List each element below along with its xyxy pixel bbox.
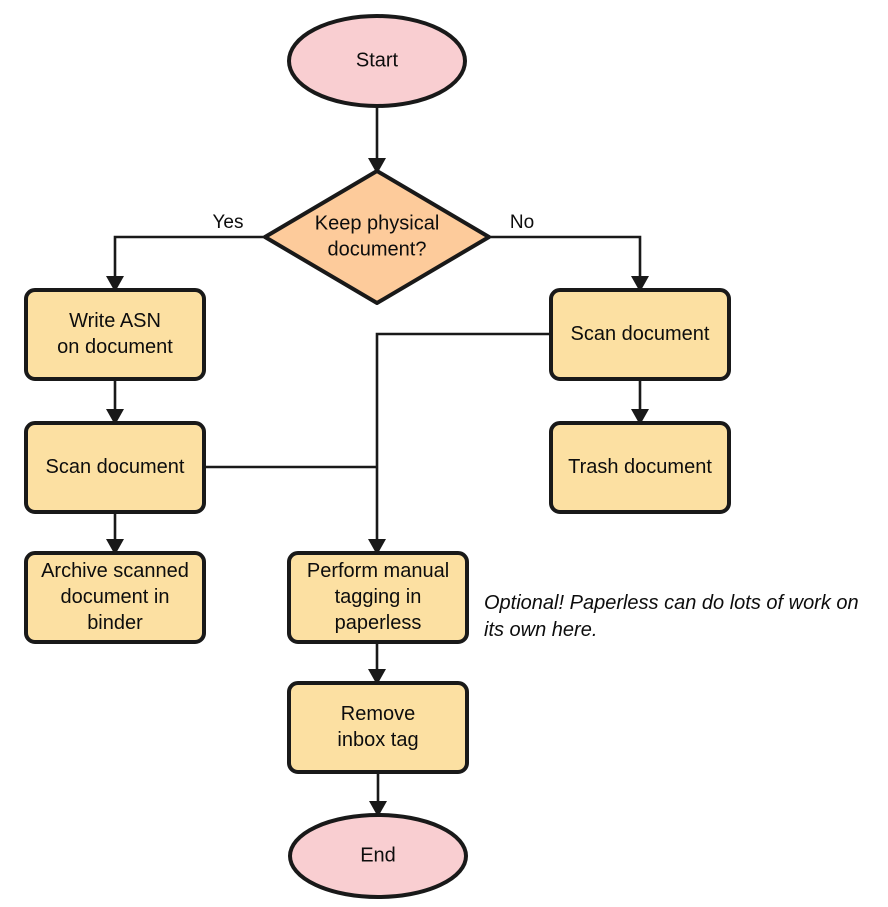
edge-line [375, 332, 551, 551]
arrowhead-icon [631, 276, 649, 292]
decision-shape [263, 169, 491, 305]
node-label: Keep physical [315, 212, 440, 234]
node-label: document? [328, 238, 427, 260]
arrowhead-icon [106, 539, 124, 555]
node-label: Scan document [571, 323, 710, 345]
process-shape [24, 421, 206, 514]
arrowhead-icon [631, 409, 649, 425]
edge-label-no: No [510, 212, 534, 233]
arrowhead-icon [368, 539, 386, 555]
node-label: Start [356, 49, 399, 71]
process-shape [24, 551, 206, 644]
node-label: inbox tag [337, 729, 418, 751]
edge-remove-inbox-tag-to-end [369, 772, 387, 817]
edge-start-to-decision [368, 106, 386, 174]
arrowhead-icon [106, 276, 124, 292]
edge-decision-yes-to-write-asn: Yes [106, 212, 265, 292]
edge-scan-document-left-to-archive [106, 512, 124, 555]
node-label: Write ASN [69, 310, 161, 332]
arrowhead-icon [369, 801, 387, 817]
process-shape [24, 288, 206, 381]
node-label: paperless [335, 612, 422, 634]
node-start[interactable]: Start [287, 14, 467, 108]
annotation-line: Optional! Paperless can do lots of work … [484, 592, 859, 614]
node-end[interactable]: End [288, 813, 468, 899]
node-trash-document[interactable]: Trash document [549, 421, 731, 514]
edge-tagging-to-remove-inbox-tag [368, 642, 386, 685]
process-shape [287, 681, 469, 774]
node-label: on document [57, 336, 173, 358]
edge-write-asn-to-scan-document [106, 379, 124, 425]
process-shape [549, 421, 731, 514]
edge-decision-no-to-scan-document: No [490, 212, 649, 292]
node-write-asn-on-document[interactable]: Write ASN on document [24, 288, 206, 381]
node-label: Remove [341, 703, 415, 725]
arrowhead-icon [106, 409, 124, 425]
annotation-line: its own here. [484, 619, 597, 641]
edge-scan-document-right-to-trash [631, 379, 649, 425]
node-archive-scanned-document-in-binder[interactable]: Archive scanned document in binder [24, 551, 206, 644]
annotation-optional-note: Optional! Paperless can do lots of work … [484, 592, 859, 641]
node-label: Trash document [568, 456, 712, 478]
node-remove-inbox-tag[interactable]: Remove inbox tag [287, 681, 469, 774]
node-label: Scan document [46, 456, 185, 478]
node-label: tagging in [335, 586, 422, 608]
annotations-layer: Optional! Paperless can do lots of work … [484, 592, 859, 641]
arrowhead-icon [368, 669, 386, 685]
edge-line [113, 235, 265, 288]
node-scan-document-right[interactable]: Scan document [549, 288, 731, 381]
edge-label-yes: Yes [213, 212, 244, 233]
node-label: Perform manual [307, 560, 449, 582]
node-perform-manual-tagging-in-paperless[interactable]: Perform manual tagging in paperless [287, 551, 469, 644]
node-scan-document-left[interactable]: Scan document [24, 421, 206, 514]
node-label: document in [61, 586, 170, 608]
process-shape [549, 288, 731, 381]
node-label: Archive scanned [41, 560, 189, 582]
edge-scan-document-right-to-tagging [368, 332, 551, 555]
terminator-shape [288, 813, 468, 899]
edge-line [490, 235, 642, 288]
terminator-shape [287, 14, 467, 108]
node-keep-physical-document[interactable]: Keep physical document? [263, 169, 491, 305]
arrowhead-icon [368, 158, 386, 174]
edges-layer: Yes No [106, 106, 649, 817]
node-label: End [360, 844, 396, 866]
node-label: binder [87, 612, 143, 634]
process-shape [287, 551, 469, 644]
